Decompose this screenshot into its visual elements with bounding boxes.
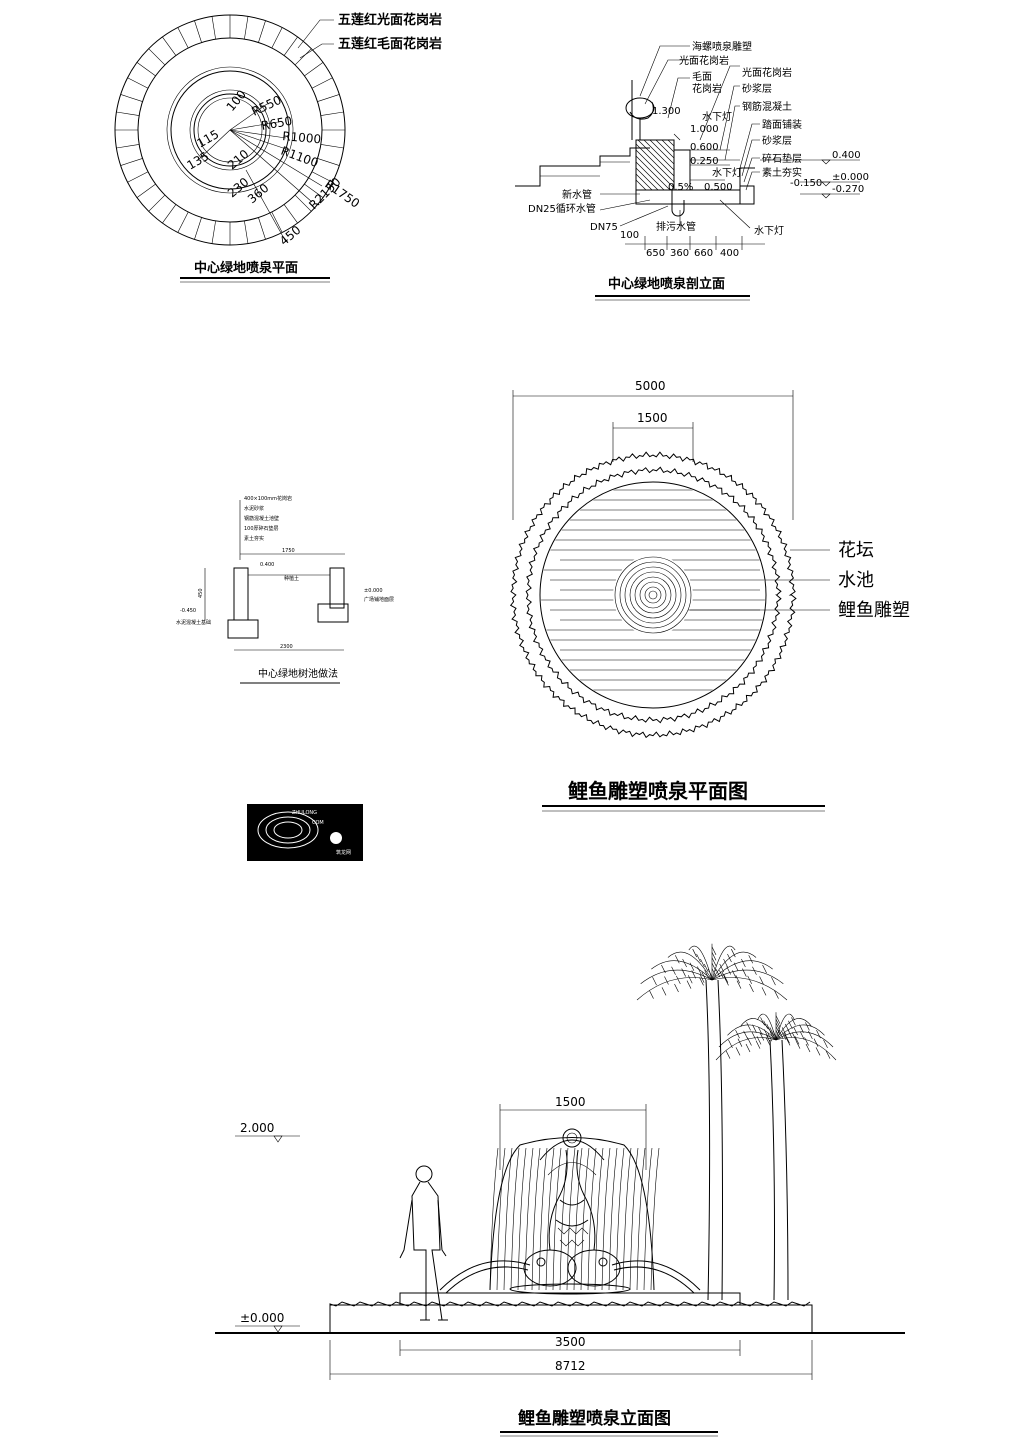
plan-label-planter: 花坛 — [838, 540, 874, 561]
hedge-outline — [329, 1301, 811, 1310]
section-label-dn25: DN25循环水管 — [528, 202, 596, 215]
plan-dim-5000: 5000 — [635, 379, 666, 393]
section-level-0000: ±0.000 — [832, 172, 869, 183]
fountain-plan-small: 五莲红光面花岗岩 五莲红毛面花岗岩 R550 R650 R1000 R1100 … — [114, 12, 442, 283]
plan-label-sculpture: 鲤鱼雕塑 — [838, 600, 910, 621]
koi-elev-title: 鲤鱼雕塑喷泉立面图 — [517, 1408, 671, 1429]
section-dim-660: 660 — [694, 248, 713, 259]
koi-sculpture-plan — [613, 555, 693, 635]
detail-dim-1750: 1750 — [282, 548, 295, 554]
elev-dim-1500: 1500 — [555, 1095, 586, 1109]
section-note-2: 砂浆层 — [742, 82, 772, 95]
section-top-title: 中心绿地喷泉剖立面 — [608, 276, 725, 292]
water-curtain — [489, 1137, 660, 1291]
section-label-light-3: 水下灯 — [754, 225, 784, 237]
section-label-dn75: DN75 — [590, 222, 618, 233]
elev-dim-8712: 8712 — [555, 1359, 586, 1373]
detail-level-0000: ±0.000 — [364, 588, 383, 594]
section-note-1: 光面花岗岩 — [742, 66, 792, 79]
section-level-0600: 0.600 — [690, 142, 719, 153]
section-dim-400: 400 — [720, 248, 739, 259]
section-slope: 0.5% — [668, 182, 693, 193]
planter-shrub-outer — [509, 451, 797, 739]
palm-trees — [636, 943, 837, 1301]
plan-dim-1500: 1500 — [637, 411, 668, 425]
koi-sculpture — [523, 1128, 621, 1287]
section-note-7: 素土夯实 — [762, 166, 802, 179]
elev-level-ground: ±0.000 — [240, 1311, 284, 1325]
tree-pit-detail: 400×100mm花岗岩 水泥砂浆 钢筋混凝土池壁 100厚碎石垫层 素土夯实 … — [176, 495, 394, 684]
pedestal-hatch — [635, 133, 681, 191]
section-note-4: 踏面铺装 — [762, 118, 802, 131]
section-label-granite: 花岗岩 — [692, 82, 722, 95]
section-level-minus0270: -0.270 — [832, 184, 864, 195]
planter-shrub-inner — [525, 466, 782, 724]
koi-plan-title: 鲤鱼雕塑喷泉平面图 — [568, 779, 748, 803]
radius-label-r550: R550 — [249, 93, 283, 119]
material-label-1: 五莲红光面花岗岩 — [338, 12, 442, 28]
detail-side-label: 广场铺地面层 — [364, 596, 394, 603]
human-figure — [399, 1165, 448, 1321]
section-label-light-2: 水下灯 — [712, 167, 742, 179]
elev-level-top: 2.000 — [240, 1121, 274, 1135]
koi-fountain-plan: 5000 1500 花坛 水池 鲤鱼雕塑 鲤鱼雕塑喷泉平面图 — [509, 379, 910, 812]
section-level-0500: 0.500 — [704, 182, 733, 193]
detail-title: 中心绿地树池做法 — [258, 667, 338, 680]
plan-label-pool: 水池 — [838, 570, 874, 591]
plan-top-title: 中心绿地喷泉平面 — [194, 260, 298, 276]
section-label-granite-polished: 光面花岗岩 — [679, 54, 729, 67]
section-dim-360: 360 — [670, 248, 689, 259]
section-label-light-1: 水下灯 — [702, 111, 732, 123]
section-note-6: 碎石垫层 — [762, 152, 802, 165]
dim-label-100: 100 — [224, 87, 249, 114]
section-note-3: 钢筋混凝土 — [742, 100, 792, 113]
fountain-section: 海螺喷泉雕塑 光面花岗岩 毛面 花岗岩 新水管 DN25循环水管 DN75 排污… — [515, 40, 869, 301]
detail-level-0400: 0.400 — [260, 562, 274, 568]
section-label-drain: 排污水管 — [656, 220, 696, 233]
logo-text-1: ZHULONG — [292, 810, 317, 816]
radius-label-r1000: R1000 — [282, 129, 322, 146]
section-level-minus0150: -0.150 — [790, 178, 822, 189]
logo-badge: ZHULONG COM 筑龙网 — [247, 804, 363, 861]
detail-inner-label: 种植土 — [284, 575, 299, 582]
radius-label-r1100: R1100 — [279, 144, 320, 170]
elev-dim-3500: 3500 — [555, 1335, 586, 1349]
section-dim-100: 100 — [620, 230, 639, 241]
detail-note-3: 钢筋混凝土池壁 — [244, 515, 279, 522]
dim-label-115: 115 — [195, 127, 222, 151]
material-label-2: 五莲红毛面花岗岩 — [338, 36, 442, 52]
logo-text-3: 筑龙网 — [336, 849, 351, 856]
section-level-1300: 1.300 — [652, 106, 681, 117]
section-label-new-pipe: 新水管 — [562, 188, 592, 201]
section-note-5: 砂浆层 — [762, 134, 792, 147]
detail-level-minus0450: -0.450 — [180, 608, 196, 614]
koi-fountain-elevation: 2.000 ±0.000 — [215, 943, 905, 1437]
section-dim-650: 650 — [646, 248, 665, 259]
section-label-rough: 毛面 — [692, 71, 712, 83]
paver-ring — [115, 15, 345, 245]
dim-label-210: 210 — [225, 147, 252, 172]
detail-note-2: 水泥砂浆 — [244, 505, 264, 512]
detail-note-1: 400×100mm花岗岩 — [244, 495, 292, 502]
section-level-0400: 0.400 — [832, 150, 861, 161]
section-level-1000: 1.000 — [690, 124, 719, 135]
detail-dim-2300: 2300 — [280, 644, 293, 650]
logo-text-2: COM — [312, 820, 324, 826]
detail-note-5: 素土夯实 — [244, 535, 264, 542]
detail-note-4: 100厚碎石垫层 — [244, 525, 279, 532]
section-level-0250: 0.250 — [690, 156, 719, 167]
section-label-sculpture: 海螺喷泉雕塑 — [692, 40, 752, 53]
radius-label-r650: R650 — [260, 114, 293, 133]
detail-base-label: 水泥混凝土基础 — [176, 619, 211, 626]
detail-dim-450: 450 — [198, 588, 204, 598]
dim-label-450: 450 — [277, 223, 304, 248]
